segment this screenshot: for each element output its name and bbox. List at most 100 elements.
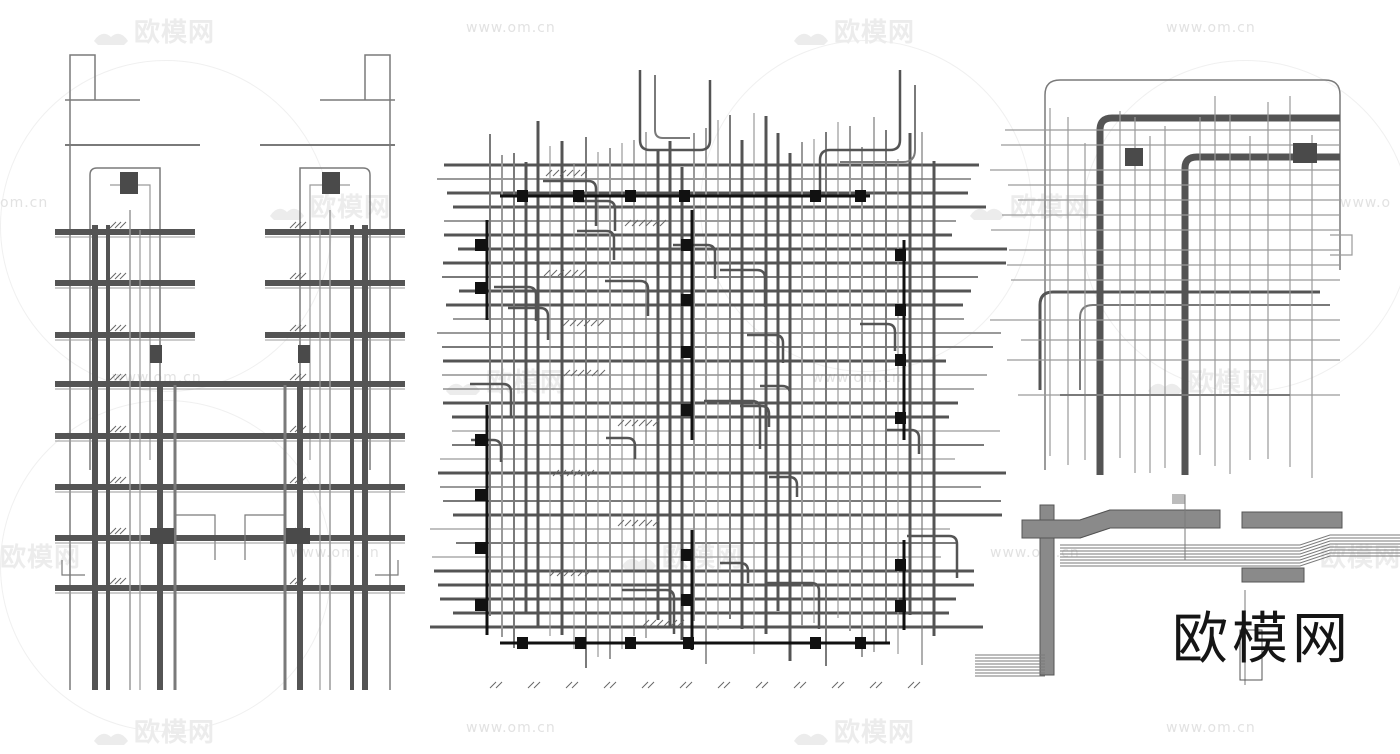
- pipe-bend: [840, 85, 916, 163]
- pipe-fitting: [679, 190, 690, 202]
- hatch-mark: [119, 577, 127, 585]
- pipe-bend: [769, 475, 799, 497]
- hatch-mark: [573, 469, 581, 477]
- pipe-fitting: [681, 549, 692, 561]
- duct-segment: [1241, 567, 1305, 583]
- hatch-mark: [119, 272, 127, 280]
- pipe-fitting: [573, 190, 584, 202]
- duct-outline: [1239, 629, 1263, 681]
- hatch-mark: [299, 272, 307, 280]
- pipe-bend: [606, 436, 637, 459]
- hatch-mark: [119, 221, 127, 229]
- hatch-mark: [119, 373, 127, 381]
- hatch-mark: [573, 169, 581, 177]
- watermark-seal-icon: [620, 549, 658, 570]
- hatch-mark: [717, 681, 725, 689]
- boundary-line: [364, 54, 391, 690]
- pipe-fitting: [625, 190, 636, 202]
- pipe-fitting: [895, 559, 906, 571]
- pipe-fitting: [681, 594, 692, 606]
- boundary-line: [89, 167, 161, 470]
- hatch-mark: [552, 169, 560, 177]
- hatch-mark: [799, 681, 807, 689]
- hatch-mark: [583, 319, 591, 327]
- hatch-mark: [289, 272, 297, 280]
- pipe-fitting: [517, 190, 528, 202]
- hatch-mark: [597, 319, 605, 327]
- hatch-mark: [550, 269, 558, 277]
- watermark-logo: 欧模网: [792, 12, 915, 49]
- pipe-fitting: [681, 239, 692, 251]
- watermark-seal-icon: [792, 724, 830, 745]
- pipe-fitting: [810, 190, 821, 202]
- brand-mark: 欧模网: [1172, 607, 1352, 672]
- watermark-logo: 欧模网: [1146, 362, 1269, 399]
- watermark-logo: 欧模网: [1320, 543, 1400, 573]
- pipe-fitting: [475, 434, 486, 446]
- hatch-mark: [289, 373, 297, 381]
- hatch-mark: [571, 681, 579, 689]
- hatch-mark: [584, 369, 592, 377]
- branch-pipe: [1038, 290, 1320, 390]
- equipment-box: [150, 345, 162, 363]
- hatch-mark: [543, 269, 551, 277]
- hatch-mark: [299, 221, 307, 229]
- hatch-mark: [114, 373, 122, 381]
- hatch-mark: [552, 469, 560, 477]
- pipe-bend: [747, 333, 785, 363]
- pipe-fitting: [683, 637, 694, 649]
- offset-pipe: [174, 500, 216, 560]
- pipe-bend: [720, 561, 750, 583]
- offset-pipe: [244, 500, 286, 560]
- hatch-mark: [114, 527, 122, 535]
- hatch-mark: [723, 681, 731, 689]
- watermark-seal-icon: [792, 24, 830, 45]
- equipment-box: [120, 172, 138, 194]
- hatch-mark: [580, 169, 588, 177]
- center-pipe-network-plan: [430, 70, 1007, 689]
- pipe-bend: [471, 438, 503, 462]
- offset-pipe: [1330, 234, 1353, 256]
- hatch-mark: [570, 569, 578, 577]
- right-bottom-duct-plan: [975, 494, 1400, 685]
- hatch-mark: [590, 319, 598, 327]
- left-riser-elevation: [55, 54, 405, 690]
- hatch-mark: [652, 519, 660, 527]
- pipe-bundle: [1060, 555, 1400, 567]
- hatch-mark: [617, 419, 625, 427]
- hatch-mark: [591, 369, 599, 377]
- pipe-bend: [887, 428, 921, 454]
- pipe-bundle: [1060, 534, 1400, 546]
- pipe-bend: [720, 268, 767, 307]
- hatch-mark: [670, 619, 678, 627]
- hatch-mark: [549, 569, 557, 577]
- pipe-fitting: [475, 282, 486, 294]
- watermark-logo: 欧模网: [620, 537, 743, 574]
- duct-segment: [1241, 511, 1343, 529]
- pipe-bundle: [1060, 549, 1400, 561]
- pipe-fitting: [895, 249, 906, 261]
- hatch-mark: [649, 619, 657, 627]
- pipe-bend: [605, 279, 650, 316]
- hatch-mark: [617, 519, 625, 527]
- hatch-mark: [566, 469, 574, 477]
- hatch-mark: [114, 577, 122, 585]
- pipe-fitting: [810, 637, 821, 649]
- hatch-mark: [875, 681, 883, 689]
- hatch-mark: [656, 619, 664, 627]
- hatch-mark: [631, 419, 639, 427]
- hatch-mark: [631, 219, 639, 227]
- pipe-fitting: [681, 404, 692, 416]
- pipe-fitting: [475, 239, 486, 251]
- hatch-mark: [564, 269, 572, 277]
- hatch-mark: [294, 373, 302, 381]
- watermark-seal-icon: [92, 24, 130, 45]
- hatch-mark: [577, 569, 585, 577]
- equipment-box: [1293, 143, 1317, 163]
- hatch-mark: [533, 681, 541, 689]
- watermark-seal-icon: [268, 199, 306, 220]
- hatch-mark: [109, 476, 117, 484]
- hatch-mark: [556, 569, 564, 577]
- hatch-mark: [565, 681, 573, 689]
